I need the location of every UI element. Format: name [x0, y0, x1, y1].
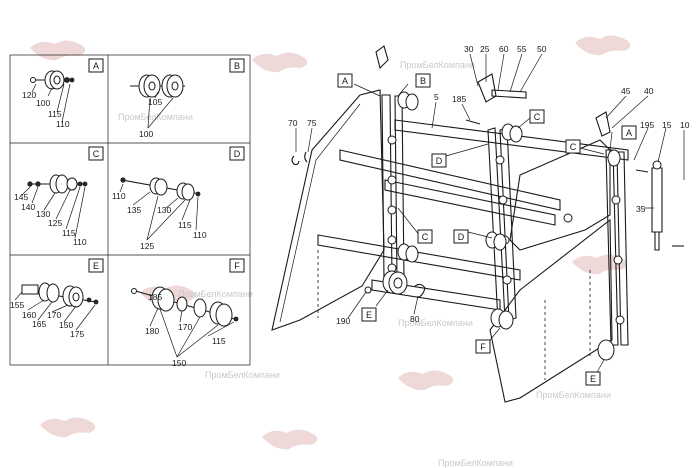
- panel-letter: C: [93, 149, 100, 159]
- watermark-text: ПромБелКомпани: [118, 112, 193, 122]
- part-number: 15: [662, 120, 672, 130]
- callout-letter: D: [458, 232, 465, 242]
- part-number: 140: [21, 202, 35, 212]
- watermark-text: ПромБелКомпани: [178, 289, 253, 299]
- part-number: 115: [212, 336, 226, 346]
- part-number: 195: [640, 120, 654, 130]
- part-number: 145: [14, 192, 28, 202]
- part-number: 55: [517, 44, 527, 54]
- detail-panels: [9, 54, 251, 366]
- part-number: 50: [537, 44, 547, 54]
- part-number: 115: [48, 109, 62, 119]
- part-number: 110: [56, 119, 70, 129]
- callout-letter: A: [626, 128, 632, 138]
- panel-letter: A: [93, 61, 99, 71]
- callout-letter: A: [342, 76, 348, 86]
- callout-letter: C: [534, 112, 541, 122]
- part-number: 135: [127, 205, 141, 215]
- panel-e: E 155 160 165 170 150 175: [10, 258, 104, 339]
- part-number: 120: [22, 90, 36, 100]
- part-number: 80: [410, 314, 420, 324]
- callout-letter: C: [422, 232, 429, 242]
- main-callouts: 30 25 60 55 50 5 185 70 75 45 40 195 15 …: [288, 44, 690, 326]
- part-number: 130: [36, 209, 50, 219]
- watermark-text: ПромБелКомпани: [438, 458, 513, 468]
- callout-letter: E: [590, 374, 596, 384]
- panel-letter: F: [234, 261, 240, 271]
- watermark-layer: ПромБелКомпани ПромБелКомпани ПромБелКом…: [30, 35, 631, 468]
- watermark-logo: [30, 35, 631, 450]
- part-number: 190: [336, 316, 350, 326]
- watermark-text: ПромБелКомпани: [400, 60, 475, 70]
- part-number: 75: [307, 118, 317, 128]
- part-number: 100: [139, 129, 153, 139]
- part-number: 170: [47, 310, 61, 320]
- part-number: 150: [59, 320, 73, 330]
- part-number: 10: [680, 120, 690, 130]
- panel-a: A 120 100 115 110: [22, 58, 104, 129]
- callout-letter: F: [480, 342, 486, 352]
- part-number: 40: [644, 86, 654, 96]
- part-number: 165: [32, 319, 46, 329]
- part-number: 185: [148, 292, 162, 302]
- part-number: 30: [464, 44, 474, 54]
- part-number: 110: [73, 237, 87, 247]
- callout-letter: D: [436, 156, 443, 166]
- watermark-text: ПромБелКомпани: [205, 370, 280, 380]
- part-number: 115: [178, 220, 192, 230]
- part-number: 100: [36, 98, 50, 108]
- callout-letter: C: [570, 142, 577, 152]
- part-number: 110: [193, 230, 207, 240]
- part-number: 45: [621, 86, 631, 96]
- part-number: 60: [499, 44, 509, 54]
- watermark-text: ПромБелКомпани: [398, 318, 473, 328]
- panel-c: C 145 140 130 125 115 110: [14, 146, 104, 247]
- panel-d: D 110 135 130 115 110 125: [112, 146, 245, 251]
- part-number: 115: [62, 228, 76, 238]
- panel-b: B 105 100: [130, 58, 245, 139]
- panel-letter: D: [234, 149, 241, 159]
- part-number: 35: [636, 204, 646, 214]
- callout-letter: B: [420, 76, 426, 86]
- panel-f: F 180 185 170 115 150: [131, 258, 245, 368]
- part-number: 5: [434, 92, 439, 102]
- main-assembly: [271, 45, 685, 403]
- part-number: 130: [157, 205, 171, 215]
- part-number: 180: [145, 326, 159, 336]
- part-number: 155: [10, 300, 24, 310]
- panel-letter: B: [234, 61, 240, 71]
- part-number: 125: [48, 218, 62, 228]
- part-number: 185: [452, 94, 466, 104]
- part-number: 70: [288, 118, 298, 128]
- part-number: 105: [148, 97, 162, 107]
- part-number: 125: [140, 241, 154, 251]
- letter-callouts: A B C D C D C A E F E: [337, 73, 637, 386]
- part-number: 110: [112, 191, 126, 201]
- watermark-text: ПромБелКомпани: [536, 390, 611, 400]
- part-number: 25: [480, 44, 490, 54]
- part-number: 170: [178, 322, 192, 332]
- part-number: 175: [70, 329, 84, 339]
- panel-letter: E: [93, 261, 99, 271]
- part-number: 160: [22, 310, 36, 320]
- part-number: 150: [172, 358, 186, 368]
- callout-letter: E: [366, 310, 372, 320]
